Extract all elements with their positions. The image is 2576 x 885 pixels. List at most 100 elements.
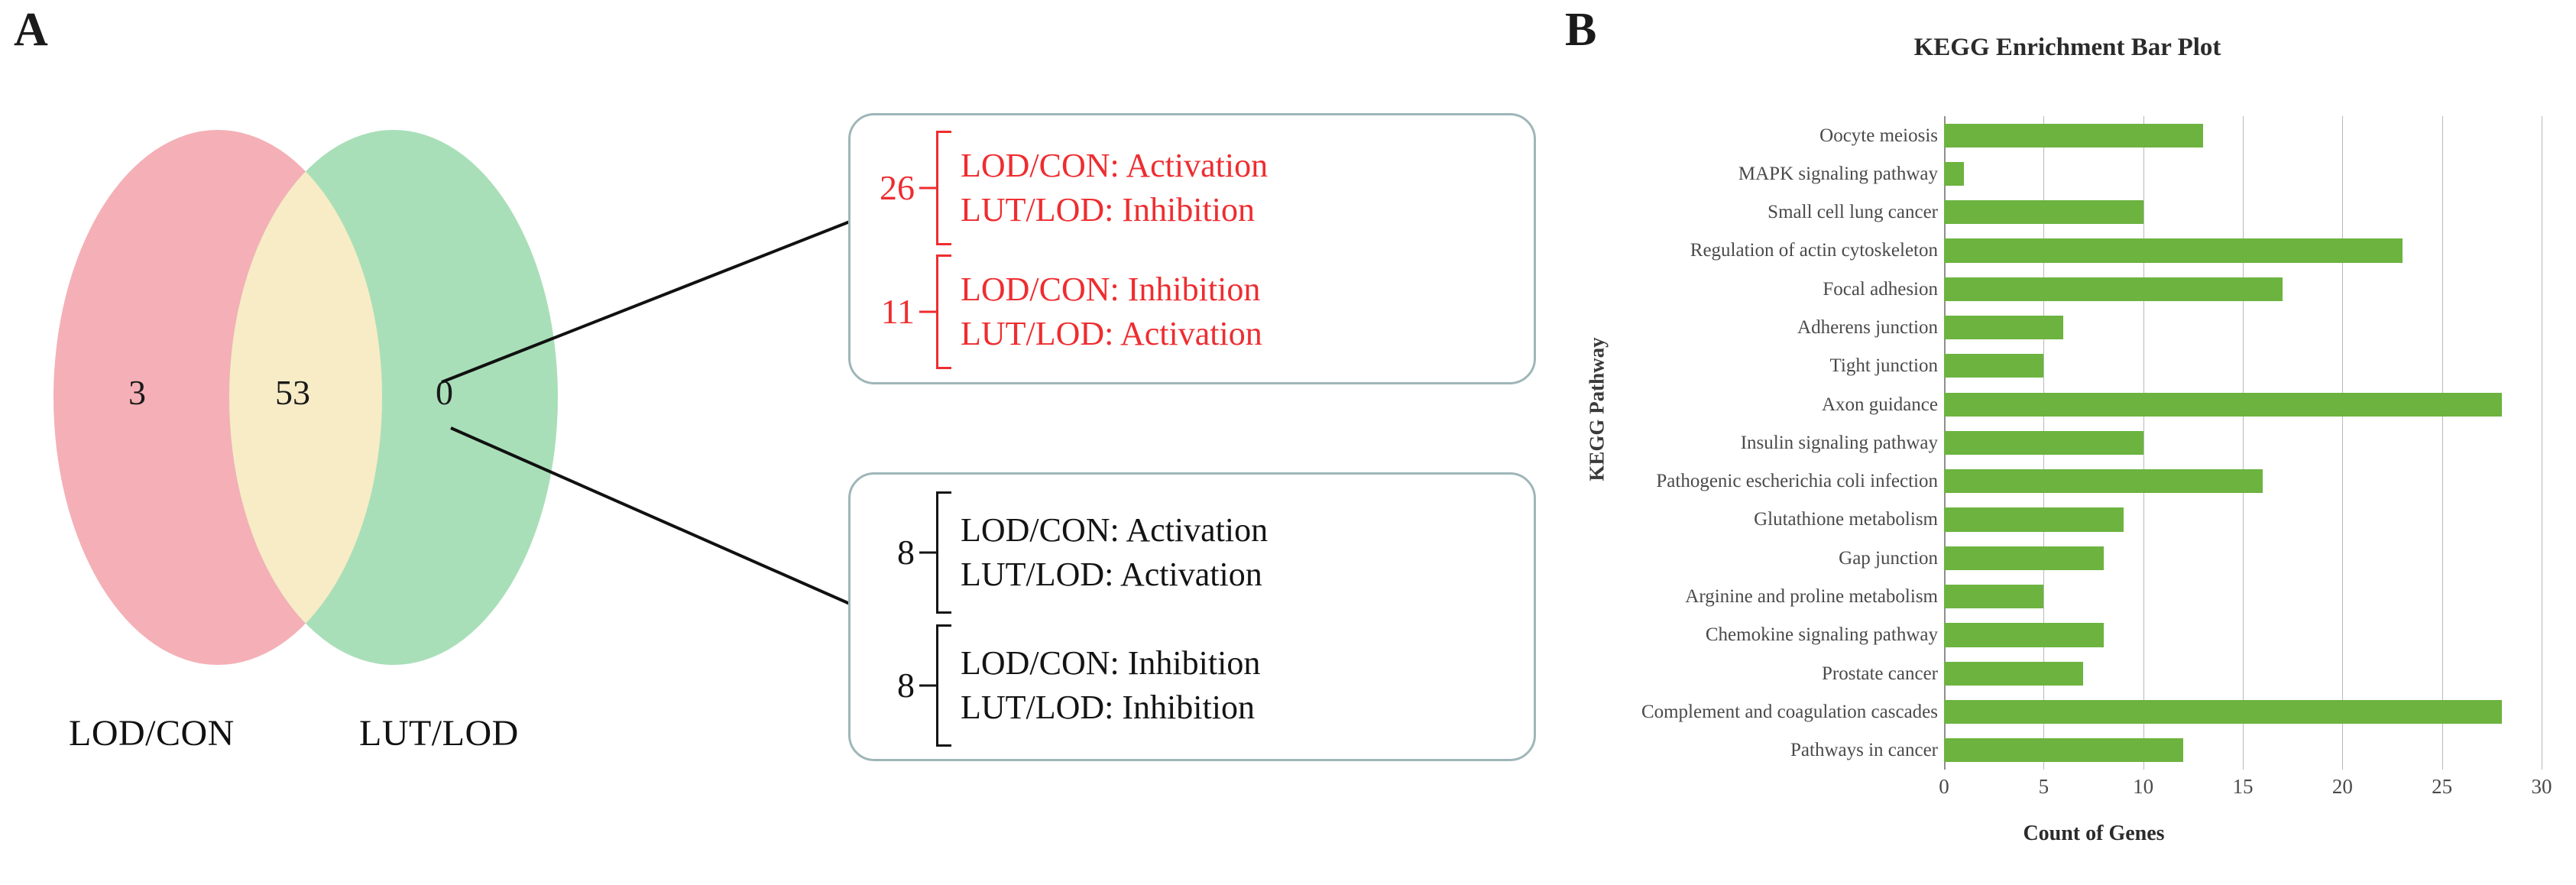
bar xyxy=(1944,200,2143,225)
bar xyxy=(1944,585,2044,609)
bar xyxy=(1944,738,2183,763)
venn-label-lut-lod: LUT/LOD xyxy=(359,713,519,754)
category-label: Tight junction xyxy=(1829,355,1938,377)
callout-group-8-activation: 8 LOD/CON: Activation LUT/LOD: Activatio… xyxy=(867,491,1268,614)
bar xyxy=(1944,469,2263,494)
bar xyxy=(1944,277,2283,301)
bar-row: Arginine and proline metabolism xyxy=(1685,585,2542,609)
callout-group-11: 11 LOD/CON: Inhibition LUT/LOD: Activati… xyxy=(867,254,1262,369)
category-label: Small cell lung cancer xyxy=(1768,202,1938,223)
bar xyxy=(1944,238,2403,263)
kegg-bar-chart: KEGG Enrichment Bar Plot KEGG Pathway Co… xyxy=(1559,0,2576,885)
bar xyxy=(1944,507,2124,532)
bar-row: Tight junction xyxy=(1830,354,2542,378)
bar-row: Chemokine signaling pathway xyxy=(1706,623,2542,647)
gridline xyxy=(2243,116,2244,770)
gridline xyxy=(2143,116,2144,770)
category-label: Prostate cancer xyxy=(1821,663,1938,684)
category-label: Axon guidance xyxy=(1821,394,1938,415)
category-label: Pathways in cancer xyxy=(1790,740,1938,761)
bar-row: Focal adhesion xyxy=(1823,277,2542,301)
gridline xyxy=(2342,116,2344,770)
bar xyxy=(1944,354,2044,378)
callout-line: LOD/CON: Activation xyxy=(961,146,1269,184)
bar xyxy=(1944,161,1965,186)
callout-group-26: 26 LOD/CON: Activation LUT/LOD: Inhibiti… xyxy=(867,131,1268,245)
x-tick-label: 30 xyxy=(2531,775,2552,798)
callout-group-count: 26 xyxy=(880,168,915,207)
bar xyxy=(1944,661,2084,686)
panel-a-letter: A xyxy=(14,4,48,56)
callout-box-red: 26 LOD/CON: Activation LUT/LOD: Inhibiti… xyxy=(848,113,1536,384)
callout-box-black: 8 LOD/CON: Activation LUT/LOD: Activatio… xyxy=(848,472,1536,761)
bar xyxy=(1944,316,2064,340)
bar-row: Oocyte meiosis xyxy=(1819,123,2542,148)
gridline xyxy=(2442,116,2443,770)
x-tick-label: 25 xyxy=(2432,775,2453,798)
bar-row: Pathogenic escherichia coli infection xyxy=(1656,469,2542,494)
venn-overlap-region xyxy=(229,130,382,665)
callout-group-lines: LOD/CON: Activation LUT/LOD: Inhibition xyxy=(961,144,1268,232)
category-label: Insulin signaling pathway xyxy=(1740,432,1938,453)
bar xyxy=(1944,546,2104,570)
callout-line: LOD/CON: Activation xyxy=(961,511,1269,549)
y-axis-title: KEGG Pathway xyxy=(1585,337,1609,481)
bar xyxy=(1944,430,2143,455)
bar-row: Small cell lung cancer xyxy=(1768,200,2542,225)
bar-row: Insulin signaling pathway xyxy=(1741,430,2542,455)
x-tick-label: 20 xyxy=(2331,775,2353,798)
x-tick-label: 5 xyxy=(2038,775,2049,798)
callout-group-count: 8 xyxy=(897,533,915,572)
x-axis-title: Count of Genes xyxy=(2023,822,2165,845)
venn-shapes xyxy=(53,130,558,665)
callout-line: LOD/CON: Inhibition xyxy=(961,270,1261,308)
callout-line: LUT/LOD: Activation xyxy=(961,315,1262,352)
bar-row: Prostate cancer xyxy=(1822,661,2542,686)
bar-row: Adherens junction xyxy=(1797,316,2542,340)
bar xyxy=(1944,623,2104,647)
bar-row: Regulation of actin cytoskeleton xyxy=(1690,238,2542,263)
callout-group-lines: LOD/CON: Inhibition LUT/LOD: Activation xyxy=(961,267,1262,356)
callout-group-8-inhibition: 8 LOD/CON: Inhibition LUT/LOD: Inhibitio… xyxy=(867,624,1260,747)
bar-row: MAPK signaling pathway xyxy=(1738,161,2542,186)
bar-row: Glutathione metabolism xyxy=(1754,507,2542,532)
bar-row: Pathways in cancer xyxy=(1790,738,2542,763)
bar-row: Axon guidance xyxy=(1822,392,2542,417)
category-label: Glutathione metabolism xyxy=(1754,509,1938,530)
callout-line: LOD/CON: Inhibition xyxy=(961,643,1261,682)
category-label: Chemokine signaling pathway xyxy=(1705,624,1938,646)
x-tick-label: 0 xyxy=(1939,775,1949,798)
brace-icon xyxy=(919,131,951,245)
bar xyxy=(1944,123,2203,148)
category-label: MAPK signaling pathway xyxy=(1738,163,1938,184)
category-label: Complement and coagulation cascades xyxy=(1641,701,1938,722)
callout-group-lines: LOD/CON: Inhibition LUT/LOD: Inhibition xyxy=(961,641,1260,730)
venn-count-right-only: 0 xyxy=(436,373,453,412)
bar xyxy=(1944,699,2502,725)
bar-row: Gap junction xyxy=(1839,546,2542,570)
category-label: Gap junction xyxy=(1839,547,1938,569)
venn-count-intersection: 53 xyxy=(275,373,310,412)
callout-group-count: 11 xyxy=(880,292,915,331)
x-tick-label: 10 xyxy=(2133,775,2154,798)
callout-group-count: 8 xyxy=(897,666,915,705)
category-label: Focal adhesion xyxy=(1823,278,1938,300)
category-label: Oocyte meiosis xyxy=(1819,125,1938,146)
category-label: Pathogenic escherichia coli infection xyxy=(1656,471,1938,492)
venn-diagram: 3 53 0 LOD/CON LUT/LOD xyxy=(31,130,718,764)
chart-title: KEGG Enrichment Bar Plot xyxy=(1913,34,2221,61)
venn-count-left-only: 3 xyxy=(128,373,146,412)
callout-group-lines: LOD/CON: Activation LUT/LOD: Activation xyxy=(961,508,1268,597)
brace-icon xyxy=(919,491,951,614)
brace-icon xyxy=(919,624,951,747)
callout-line: LUT/LOD: Activation xyxy=(961,556,1262,593)
bar-row: Complement and coagulation cascades xyxy=(1641,699,2542,725)
callout-line: LUT/LOD: Inhibition xyxy=(961,689,1255,726)
panel-b-letter: B xyxy=(1565,4,1597,56)
bar xyxy=(1944,392,2502,417)
x-tick-label: 15 xyxy=(2232,775,2254,798)
brace-icon xyxy=(919,254,951,369)
category-label: Arginine and proline metabolism xyxy=(1685,586,1938,608)
category-label: Regulation of actin cytoskeleton xyxy=(1690,240,1938,261)
